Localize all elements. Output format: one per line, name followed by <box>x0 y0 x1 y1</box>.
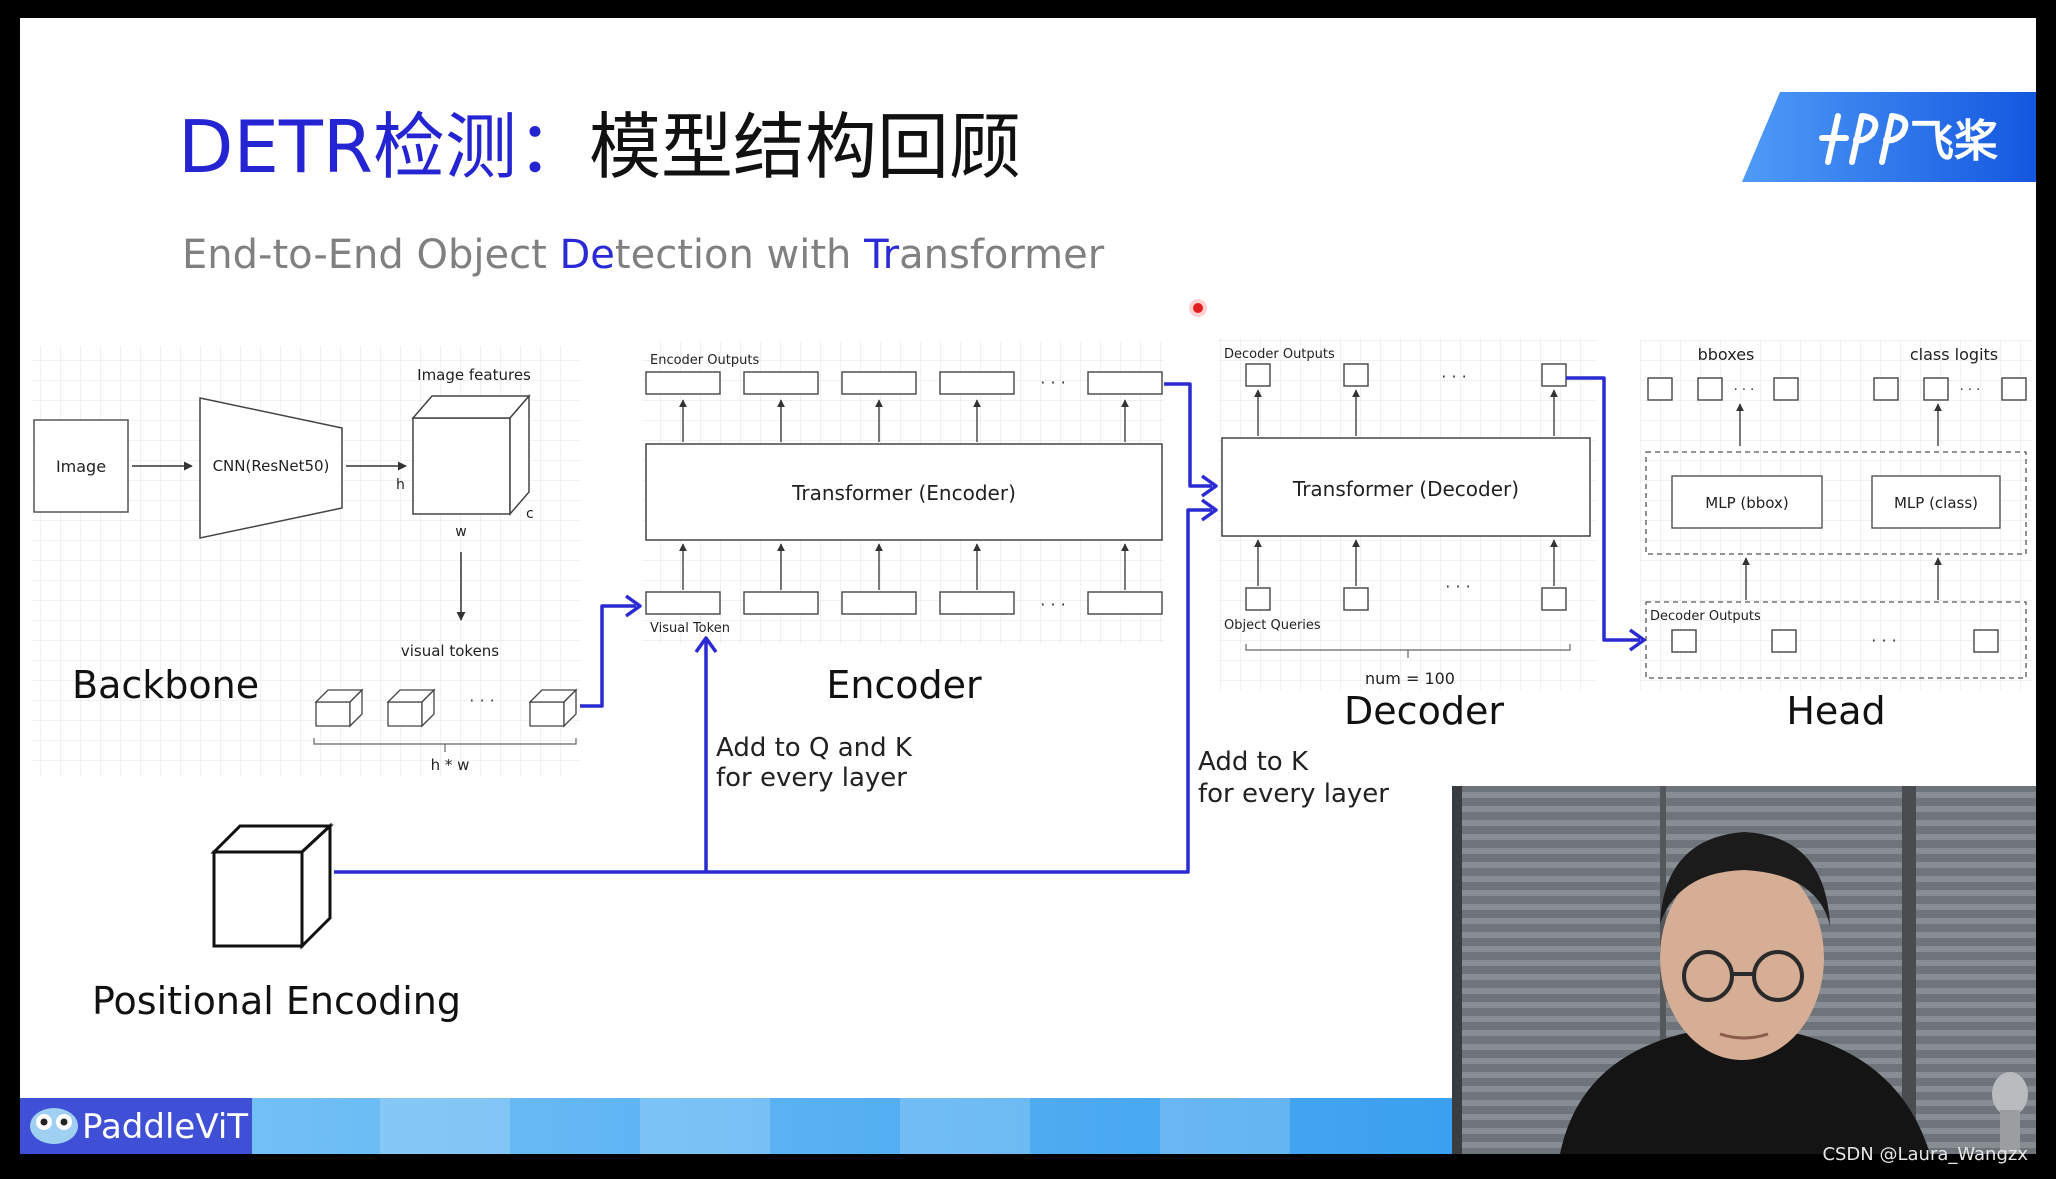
object-query-token <box>1343 587 1369 611</box>
encoder-top-dots: · · · <box>1040 373 1065 392</box>
csdn-watermark: CSDN @Laura_Wangzx <box>1822 1144 2028 1165</box>
encoder-panel: Encoder Outputs · · · · · · Transformer … <box>642 342 1164 707</box>
encoder-section-label: Encoder <box>826 663 982 707</box>
bottom-bar: PaddleViT <box>20 1098 1460 1154</box>
visual-token <box>841 591 917 615</box>
paddle-mark-icon <box>1819 113 1909 165</box>
transformer-encoder-box <box>645 443 1163 541</box>
output-token <box>2001 377 2027 401</box>
page-title: DETR检测：模型结构回顾 <box>178 105 1021 189</box>
decoder-outputs-label: Decoder Outputs <box>1224 347 1335 362</box>
decoder-output-token <box>1541 363 1567 387</box>
webcam-overlay <box>1452 786 2036 1154</box>
encoder-output-token <box>939 371 1015 395</box>
decoder-to-head-arrow <box>1566 376 1640 642</box>
backbone-section-label: Backbone <box>72 663 259 707</box>
positional-encoding-line <box>334 508 1212 874</box>
mlp-class-box <box>1871 475 2001 529</box>
paddlevit-label: PaddleViT <box>82 1107 248 1147</box>
microphone-icon <box>1992 1072 2028 1154</box>
h-label: h <box>396 477 405 493</box>
decoder-top-dots: · · · <box>1441 367 1466 386</box>
c-label: c <box>526 506 534 522</box>
token-dots: · · · <box>469 691 494 710</box>
visual-token <box>645 591 721 615</box>
object-query-token <box>1541 587 1567 611</box>
transformer-decoder-box <box>1221 437 1591 537</box>
mlp-class-label: MLP (class) <box>1894 494 1978 512</box>
add-qk-line1: Add to Q and K <box>716 733 913 763</box>
cnn-label: CNN(ResNet50) <box>213 457 330 475</box>
owl-icon <box>30 1108 78 1144</box>
cnn-trapezoid <box>199 397 343 539</box>
mlp-bbox-box <box>1671 475 1823 529</box>
token-cube <box>314 688 364 728</box>
encoder-output-token <box>645 371 721 395</box>
encoder-to-decoder-arrow <box>1164 382 1212 488</box>
visual-token-label: Visual Token <box>650 621 730 636</box>
subtitle: End-to-End Object Detection with Transfo… <box>182 232 1105 278</box>
decoder-output-token <box>1245 363 1271 387</box>
object-query-token <box>1245 587 1271 611</box>
decoder-output-token <box>1771 629 1797 653</box>
class-logits-label: class logits <box>1910 345 1998 364</box>
head-decoder-outputs-box <box>1645 601 2027 679</box>
encoder-output-token <box>841 371 917 395</box>
visual-token <box>939 591 1015 615</box>
encoder-output-token <box>1087 371 1163 395</box>
image-label: Image <box>56 457 106 476</box>
add-qk-line2: for every layer <box>716 763 907 793</box>
output-token <box>1923 377 1949 401</box>
output-token <box>1873 377 1899 401</box>
decoder-bottom-dots: · · · <box>1445 577 1470 596</box>
head-panel: bboxes class logits · · · · · · MLP (bbo… <box>1640 340 2032 733</box>
encoder-output-token <box>743 371 819 395</box>
bboxes-label: bboxes <box>1698 345 1755 364</box>
output-token <box>1647 377 1673 401</box>
brand-text: 飞桨 <box>1910 116 1998 167</box>
backbone-panel: Image CNN(ResNet50) Image features h c w… <box>32 346 580 776</box>
token-cube <box>386 688 436 728</box>
positional-encoding-cube <box>210 822 334 950</box>
paddle-logo: 飞桨 <box>1742 92 2036 182</box>
w-label: w <box>455 524 466 540</box>
head-outputs-dots: · · · <box>1871 631 1896 650</box>
features-label: Image features <box>417 366 531 384</box>
decoder-panel: Decoder Outputs · · · · · · Transformer … <box>1218 338 1596 733</box>
head-decoder-outputs-label: Decoder Outputs <box>1650 609 1761 624</box>
add-k-line2: for every layer <box>1198 779 1389 809</box>
tokens-to-encoder-arrow <box>580 604 636 708</box>
num-queries-label: num = 100 <box>1365 669 1455 688</box>
hw-label: h * w <box>431 756 470 774</box>
object-queries-label: Object Queries <box>1224 618 1321 633</box>
decoder-output-token <box>1343 363 1369 387</box>
visual-tokens-label: visual tokens <box>401 642 499 660</box>
class-dots: · · · <box>1960 383 1981 398</box>
visual-token <box>743 591 819 615</box>
token-cube <box>528 688 578 728</box>
output-token <box>1773 377 1799 401</box>
decoder-output-token <box>1973 629 1999 653</box>
presenter-avatar <box>1560 832 1930 1154</box>
visual-token <box>1087 591 1163 615</box>
cursor-dot-icon <box>1189 299 1207 317</box>
add-k-line1: Add to K <box>1198 747 1309 777</box>
decoder-output-token <box>1671 629 1697 653</box>
encoder-bottom-dots: · · · <box>1040 595 1065 614</box>
flow-arrows <box>334 376 1646 874</box>
head-section-label: Head <box>1786 689 1885 733</box>
positional-encoding-label: Positional Encoding <box>92 979 461 1023</box>
output-token <box>1697 377 1723 401</box>
encoder-outputs-label: Encoder Outputs <box>650 353 759 368</box>
mlp-bbox-label: MLP (bbox) <box>1705 494 1788 512</box>
image-box <box>33 419 129 513</box>
mlp-group-box <box>1645 451 2027 555</box>
bbox-dots: · · · <box>1734 383 1755 398</box>
transformer-encoder-label: Transformer (Encoder) <box>791 481 1016 505</box>
transformer-decoder-label: Transformer (Decoder) <box>1292 477 1519 501</box>
feature-cube <box>411 393 531 517</box>
decoder-section-label: Decoder <box>1344 689 1504 733</box>
